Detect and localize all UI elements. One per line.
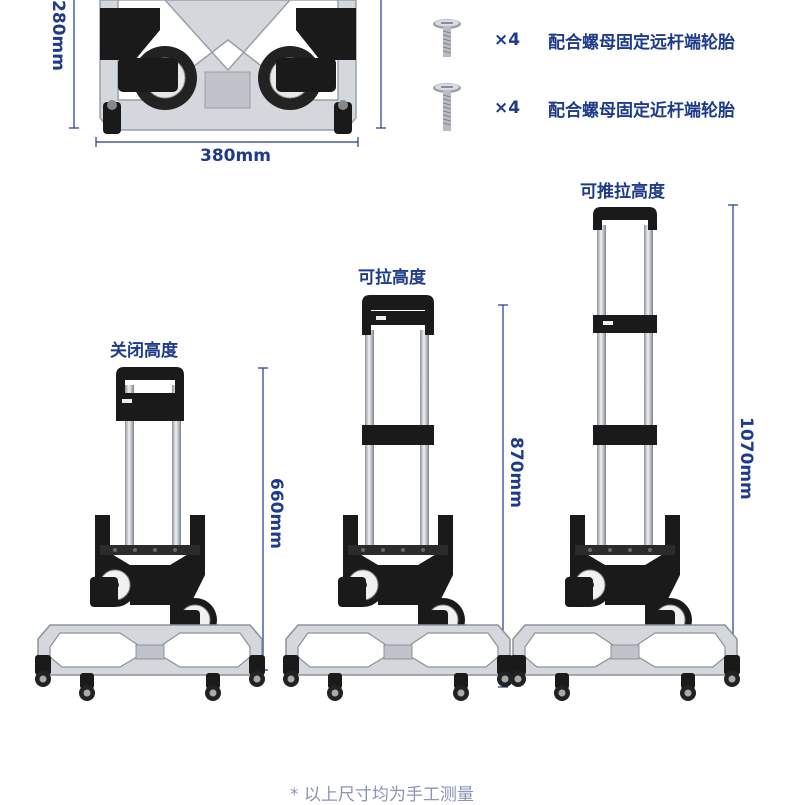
screw-qty: ×4 (494, 30, 521, 50)
screw-qty: ×4 (494, 98, 521, 118)
cart-height-closed: 660mm (266, 478, 286, 549)
cart-title-push-pull: 可推拉高度 (580, 182, 665, 202)
folded-cart-illustration (69, 0, 386, 147)
cart-title-pull: 可拉高度 (358, 268, 426, 288)
cart-height-pull: 870mm (506, 437, 526, 508)
screw-item: ×4 配合螺母固定远杆端轮胎 (430, 18, 735, 62)
screw-desc: 配合螺母固定近杆端轮胎 (548, 100, 735, 121)
cart-closed (34, 367, 266, 702)
folded-height-label: 280mm (48, 0, 68, 71)
screw-icon (433, 83, 461, 131)
folded-cart-view: 280mm 380mm (0, 0, 400, 175)
screw-item: ×4 配合螺母固定近杆端轮胎 (430, 82, 735, 134)
cart-push-pull (509, 207, 741, 702)
cart-title-closed: 关闭高度 (110, 341, 178, 361)
footer-note: * 以上尺寸均为手工测量 (290, 785, 474, 805)
screw-icon (433, 19, 461, 57)
cart-pull (282, 295, 514, 702)
folded-width-label: 380mm (200, 146, 271, 166)
cart-height-push-pull: 1070mm (736, 417, 756, 500)
screw-list: ×4 配合螺母固定远杆端轮胎 ×4 配合螺母固定近杆端轮胎 (430, 18, 735, 134)
screw-desc: 配合螺母固定远杆端轮胎 (548, 32, 735, 53)
